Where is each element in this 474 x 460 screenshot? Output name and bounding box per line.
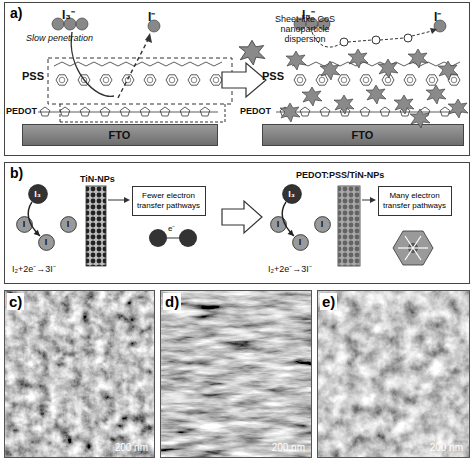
connector-line xyxy=(282,202,294,236)
pointer-arrow xyxy=(362,197,376,203)
micrograph-texture xyxy=(318,291,470,458)
iodide-circle: I xyxy=(60,216,77,233)
micrograph-texture xyxy=(161,291,312,458)
reaction-equation: I₂+2e⁻→3I⁻ xyxy=(268,262,312,275)
iodide-circle: I xyxy=(38,234,55,251)
node-text: I xyxy=(23,219,26,229)
ion-label: I₃⁻ xyxy=(302,6,315,23)
triiodide-circle: I₃ xyxy=(28,184,48,204)
scale-label: 200 nm xyxy=(272,442,305,453)
note-box: Fewer electron transfer pathways xyxy=(132,186,206,216)
scale-label: 200 nm xyxy=(430,442,463,453)
node-text: I xyxy=(67,219,70,229)
node-text: FTO xyxy=(352,129,374,141)
electron-path xyxy=(312,28,437,47)
layer-label: PEDOT xyxy=(6,106,37,116)
node-text: I₃ xyxy=(288,189,295,199)
tin-electrode xyxy=(86,186,106,266)
pss-layer xyxy=(276,62,462,116)
pointer-arrow xyxy=(108,197,130,203)
sem-image: c) 200 nm xyxy=(4,290,155,458)
layer-label: PSS xyxy=(262,70,284,82)
sem-image: e) 200 nm xyxy=(317,290,470,458)
panel-letter: a) xyxy=(10,5,22,21)
pss-layer xyxy=(48,58,232,104)
micrograph-texture xyxy=(5,291,155,458)
panel-letter: b) xyxy=(10,165,23,181)
node-text: I xyxy=(321,219,324,229)
node-text: I xyxy=(277,219,280,229)
iodide-circle: I xyxy=(314,216,331,233)
fto-substrate: FTO xyxy=(262,124,464,146)
electron-label: e⁻ xyxy=(168,222,175,233)
scale-label: 200 nm xyxy=(115,442,148,453)
fto-substrate: FTO xyxy=(22,124,218,146)
iodide-circle: I xyxy=(292,234,309,251)
material-label: PEDOT:PSS/TiN-NPs xyxy=(296,170,384,180)
cos-particle xyxy=(239,40,265,65)
process-arrow xyxy=(222,201,262,233)
ion-label: I₃⁻ xyxy=(62,6,75,23)
cos-particles xyxy=(280,49,468,128)
panel-letter: c) xyxy=(7,293,24,310)
panel-letter: d) xyxy=(163,293,181,310)
ion-label: I⁻ xyxy=(434,8,441,25)
ion-label: I⁻ xyxy=(148,8,155,25)
pedot-tin-electrode xyxy=(338,186,360,266)
connector-line xyxy=(28,202,40,236)
transfer-hexagon xyxy=(393,231,433,265)
sem-image: d) 200 nm xyxy=(160,290,312,458)
node-text: Fewer electron transfer pathways xyxy=(133,191,205,209)
curved-arrow xyxy=(28,202,40,236)
arrow-head xyxy=(34,230,40,236)
note-box: Many electron transfer pathways xyxy=(378,186,452,216)
layer-label: PEDOT xyxy=(240,106,271,116)
panel-letter: e) xyxy=(320,293,337,310)
material-label: TiN-NPs xyxy=(80,174,115,184)
iodide-circle: I xyxy=(270,216,287,233)
node-text: I₃ xyxy=(34,189,41,199)
arrow-head xyxy=(288,230,294,236)
curved-arrow xyxy=(282,202,294,236)
iodide-circle: I xyxy=(16,216,33,233)
node-text: I xyxy=(299,237,302,247)
triiodide-circle: I₃ xyxy=(282,184,302,204)
process-note: Slow penetration xyxy=(26,33,93,43)
reaction-equation: I₂+2e⁻→3I⁻ xyxy=(12,262,56,275)
node-text: I xyxy=(45,237,48,247)
node-text: Many electron transfer pathways xyxy=(379,191,451,209)
process-arrow xyxy=(222,63,266,97)
node-text: FTO xyxy=(109,129,131,141)
pedot-layer xyxy=(38,104,225,122)
layer-label: PSS xyxy=(22,70,44,82)
